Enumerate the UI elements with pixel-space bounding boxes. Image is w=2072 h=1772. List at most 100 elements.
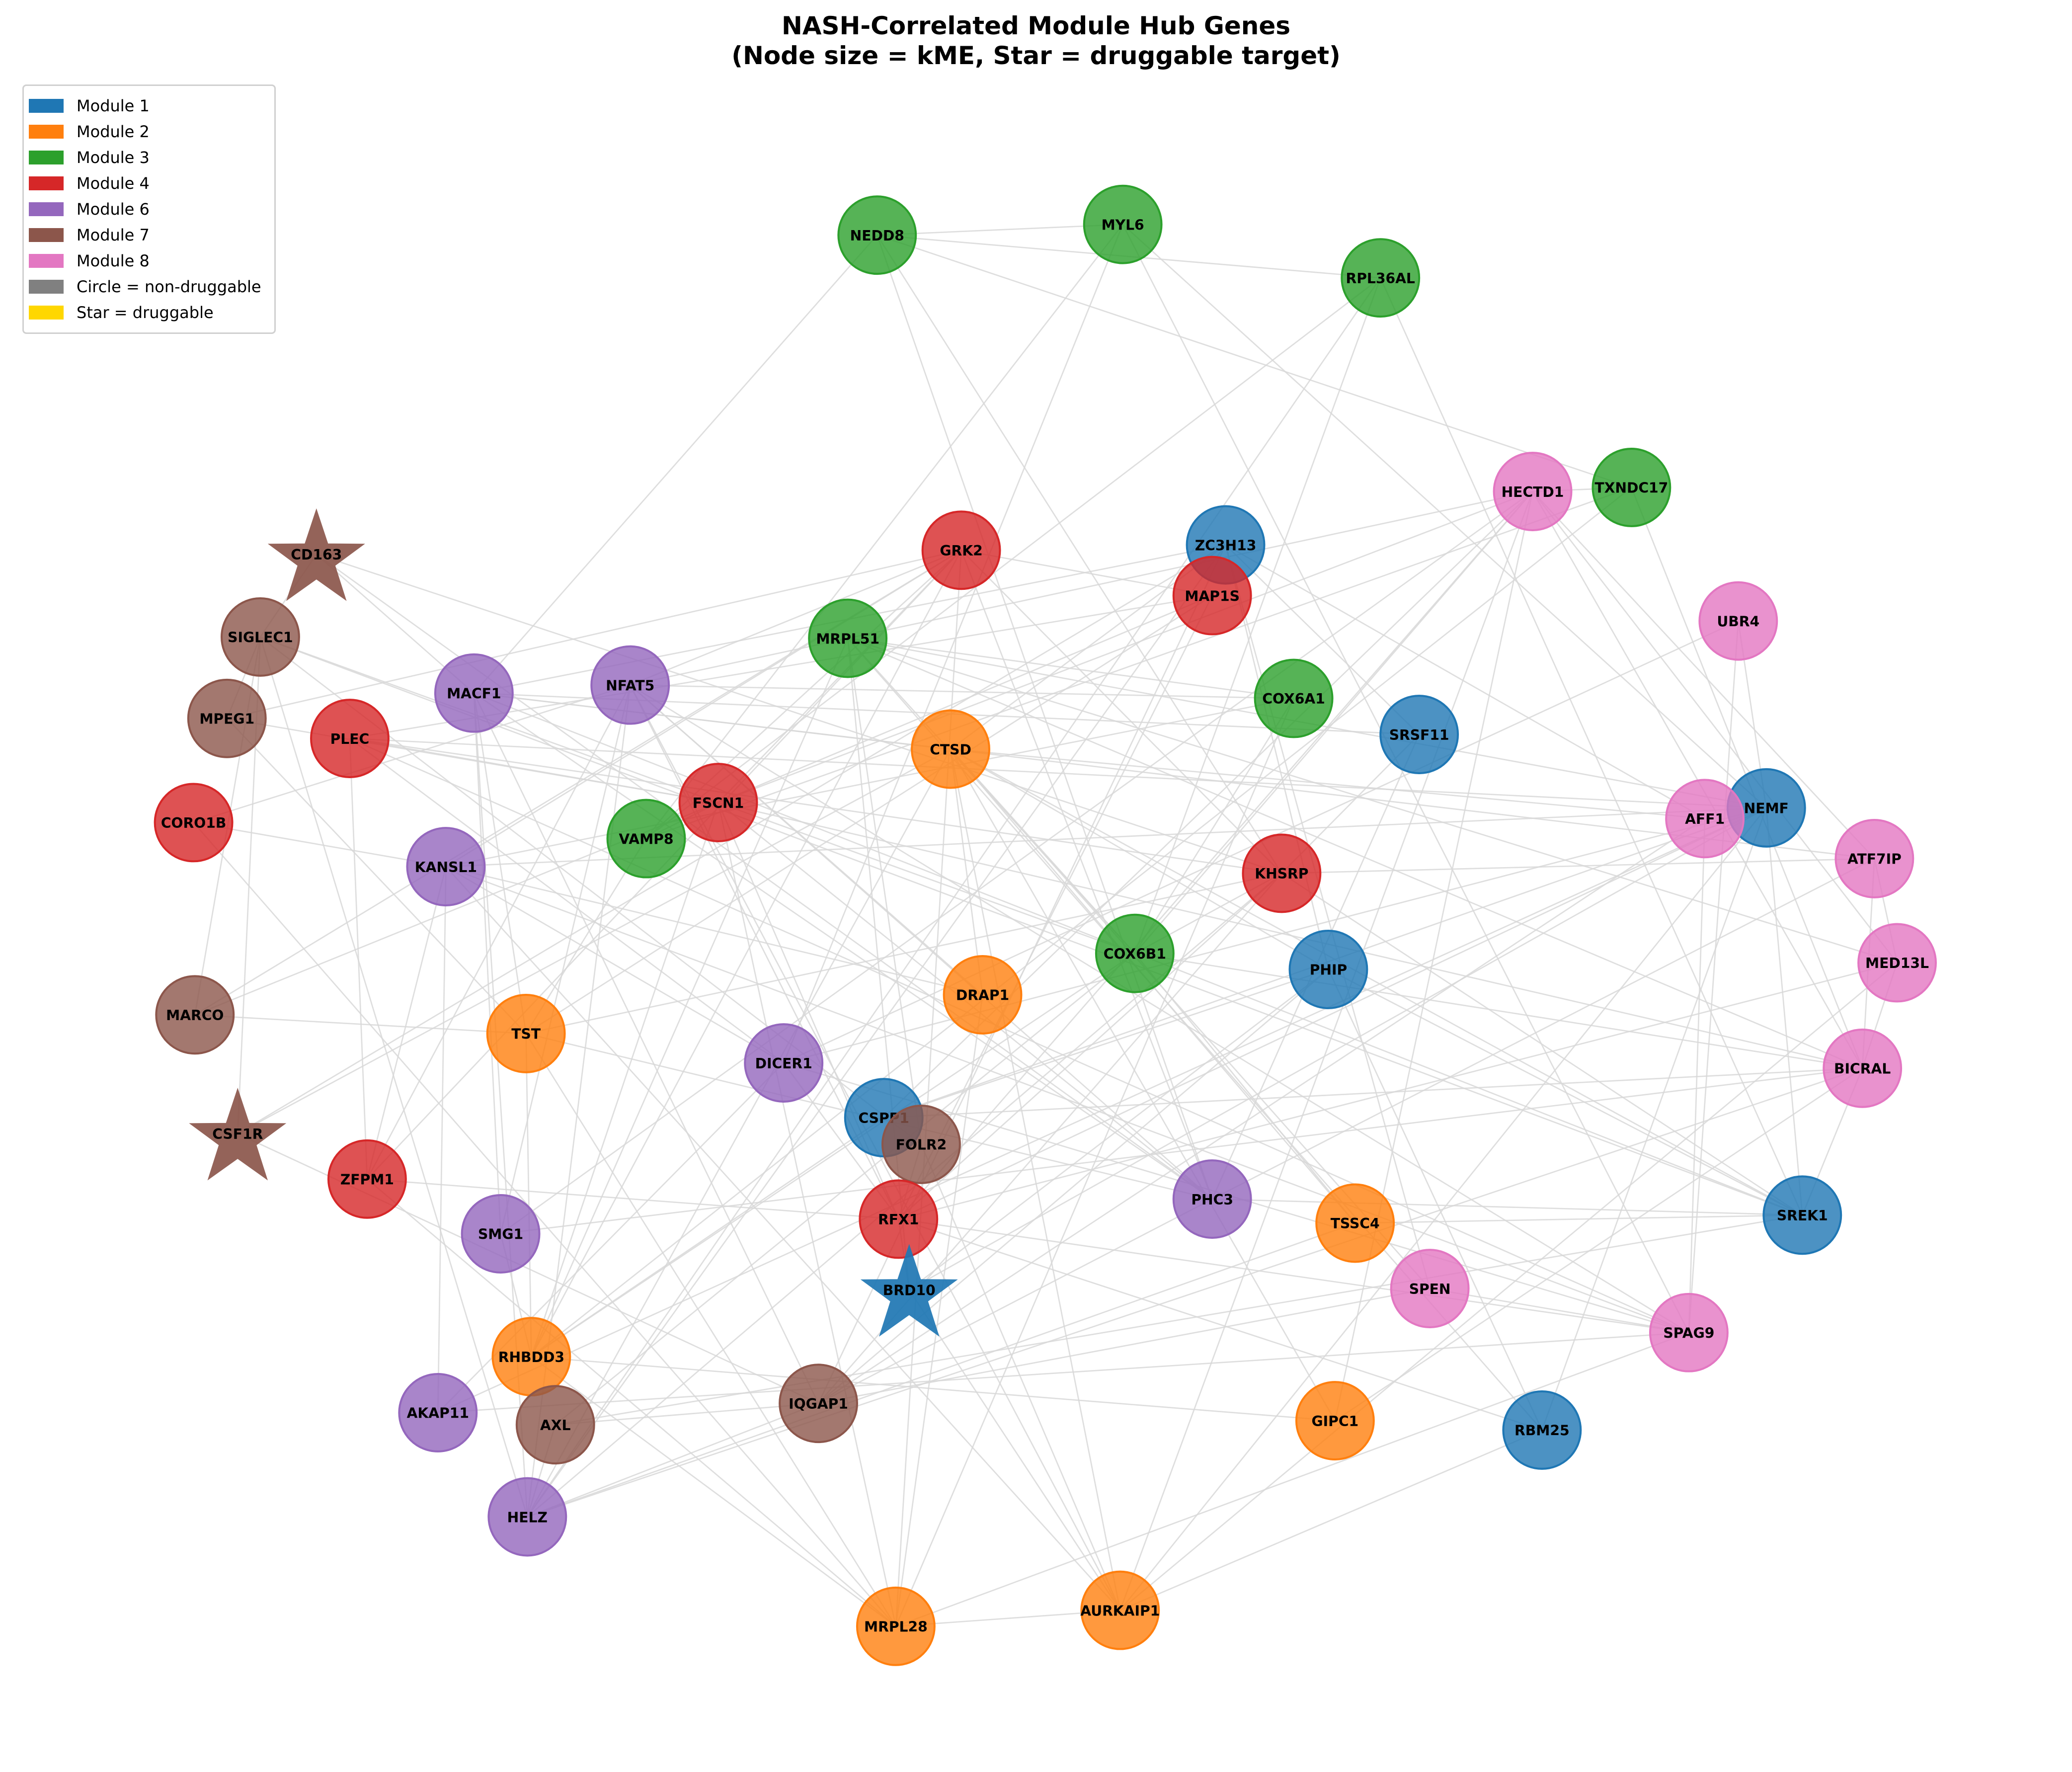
node-label: NEDD8 xyxy=(850,228,904,244)
edge xyxy=(366,684,631,1180)
node-label: MED13L xyxy=(1865,955,1929,971)
swatch-icon xyxy=(29,176,64,190)
node-vamp8[interactable]: VAMP8 xyxy=(606,799,686,879)
node-map1s[interactable]: MAP1S xyxy=(1172,556,1252,636)
node-khsrp[interactable]: KHSRP xyxy=(1242,833,1322,913)
node-med13l[interactable]: MED13L xyxy=(1857,923,1937,1003)
node-fscn1[interactable]: FSCN1 xyxy=(678,763,758,843)
edge xyxy=(818,1288,1430,1404)
node-phip[interactable]: PHIP xyxy=(1288,929,1368,1009)
node-coro1b[interactable]: CORO1B xyxy=(154,783,234,863)
node-rpl36al[interactable]: RPL36AL xyxy=(1341,238,1421,318)
node-ctsd[interactable]: CTSD xyxy=(911,709,990,789)
circle-icon xyxy=(1341,238,1421,318)
edge xyxy=(630,684,1294,699)
node-srsf11[interactable]: SRSF11 xyxy=(1379,695,1459,774)
node-nemf[interactable]: NEMF xyxy=(1726,768,1806,848)
node-csf1r[interactable]: CSF1R xyxy=(189,1088,287,1181)
edge xyxy=(1119,1429,1542,1611)
circle-icon xyxy=(1857,923,1937,1003)
circle-icon xyxy=(154,783,234,863)
node-label: BICRAL xyxy=(1834,1061,1891,1077)
node-drap1[interactable]: DRAP1 xyxy=(943,955,1023,1035)
node-nedd8[interactable]: NEDD8 xyxy=(837,195,917,275)
node-rhbdd3[interactable]: RHBDD3 xyxy=(491,1317,571,1397)
node-nfat5[interactable]: NFAT5 xyxy=(590,645,670,725)
node-label: SMG1 xyxy=(478,1226,523,1243)
edge xyxy=(898,1218,1542,1431)
circle-icon xyxy=(187,678,267,758)
edge xyxy=(500,685,631,1234)
node-label: PHIP xyxy=(1310,962,1347,978)
node-axl[interactable]: AXL xyxy=(515,1385,595,1465)
circle-icon xyxy=(1823,1028,1903,1108)
node-rbm25[interactable]: RBM25 xyxy=(1502,1390,1582,1470)
node-aff1[interactable]: AFF1 xyxy=(1665,779,1745,859)
node-grk2[interactable]: GRK2 xyxy=(921,510,1001,590)
node-dicer1[interactable]: DICER1 xyxy=(744,1023,824,1103)
node-label: DICER1 xyxy=(755,1055,812,1072)
node-akap11[interactable]: AKAP11 xyxy=(398,1373,478,1452)
node-srek1[interactable]: SREK1 xyxy=(1762,1175,1842,1255)
node-aurkaip1[interactable]: AURKAIP1 xyxy=(1080,1570,1160,1650)
node-ubr4[interactable]: UBR4 xyxy=(1698,581,1778,661)
circle-icon xyxy=(461,1194,541,1274)
node-helz[interactable]: HELZ xyxy=(487,1477,567,1557)
edge xyxy=(527,1402,819,1518)
edge xyxy=(500,1067,1863,1235)
node-smg1[interactable]: SMG1 xyxy=(461,1194,541,1274)
node-label: TXNDC17 xyxy=(1594,480,1668,496)
circle-icon xyxy=(221,597,300,677)
node-plec[interactable]: PLEC xyxy=(310,699,390,779)
node-label: ATF7IP xyxy=(1847,851,1902,868)
node-gipc1[interactable]: GIPC1 xyxy=(1295,1381,1375,1461)
node-folr2[interactable]: FOLR2 xyxy=(881,1104,961,1184)
edge xyxy=(877,224,1123,236)
node-cox6a1[interactable]: COX6A1 xyxy=(1254,658,1334,738)
edge xyxy=(1328,968,1803,1216)
node-myl6[interactable]: MYL6 xyxy=(1083,184,1163,264)
node-mrpl28[interactable]: MRPL28 xyxy=(856,1586,936,1666)
node-tst[interactable]: TST xyxy=(486,993,566,1073)
circle-icon xyxy=(911,709,990,789)
node-bicral[interactable]: BICRAL xyxy=(1823,1028,1903,1108)
edge xyxy=(527,544,1226,1518)
edge xyxy=(718,595,1213,804)
node-rfx1[interactable]: RFX1 xyxy=(859,1179,939,1259)
edge xyxy=(950,748,1705,819)
node-label: CD163 xyxy=(291,547,342,563)
edge xyxy=(1532,491,1898,964)
node-macf1[interactable]: MACF1 xyxy=(434,653,514,733)
node-txndc17[interactable]: TXNDC17 xyxy=(1592,448,1672,527)
edge xyxy=(876,235,1213,1200)
node-hectd1[interactable]: HECTD1 xyxy=(1493,452,1573,531)
node-marco[interactable]: MARCO xyxy=(155,975,235,1055)
node-cd163[interactable]: CD163 xyxy=(267,508,365,601)
circle-icon xyxy=(1493,452,1573,531)
edge xyxy=(316,554,1282,874)
node-atf7ip[interactable]: ATF7IP xyxy=(1834,818,1914,898)
circle-icon xyxy=(1172,1159,1252,1239)
circle-icon xyxy=(406,827,486,906)
node-spag9[interactable]: SPAG9 xyxy=(1649,1292,1729,1372)
node-siglec1[interactable]: SIGLEC1 xyxy=(221,597,300,677)
node-iqgap1[interactable]: IQGAP1 xyxy=(779,1364,858,1444)
edge xyxy=(645,224,1123,839)
node-mrpl51[interactable]: MRPL51 xyxy=(808,598,888,678)
node-label: FSCN1 xyxy=(693,795,744,811)
edge xyxy=(1765,807,1803,1215)
edge xyxy=(525,1033,532,1357)
node-spen[interactable]: SPEN xyxy=(1390,1249,1470,1329)
node-kansl1[interactable]: KANSL1 xyxy=(406,827,486,906)
node-cox6b1[interactable]: COX6B1 xyxy=(1095,913,1175,993)
node-zfpm1[interactable]: ZFPM1 xyxy=(327,1139,407,1219)
edge xyxy=(526,873,1282,1035)
node-label: HELZ xyxy=(507,1509,548,1526)
edge xyxy=(898,491,1533,1220)
node-brd10[interactable]: BRD10 xyxy=(860,1244,958,1337)
node-phc3[interactable]: PHC3 xyxy=(1172,1159,1252,1239)
edge xyxy=(474,692,1213,1200)
edge xyxy=(645,486,1632,839)
node-mpeg1[interactable]: MPEG1 xyxy=(187,678,267,758)
node-tssc4[interactable]: TSSC4 xyxy=(1315,1183,1395,1263)
